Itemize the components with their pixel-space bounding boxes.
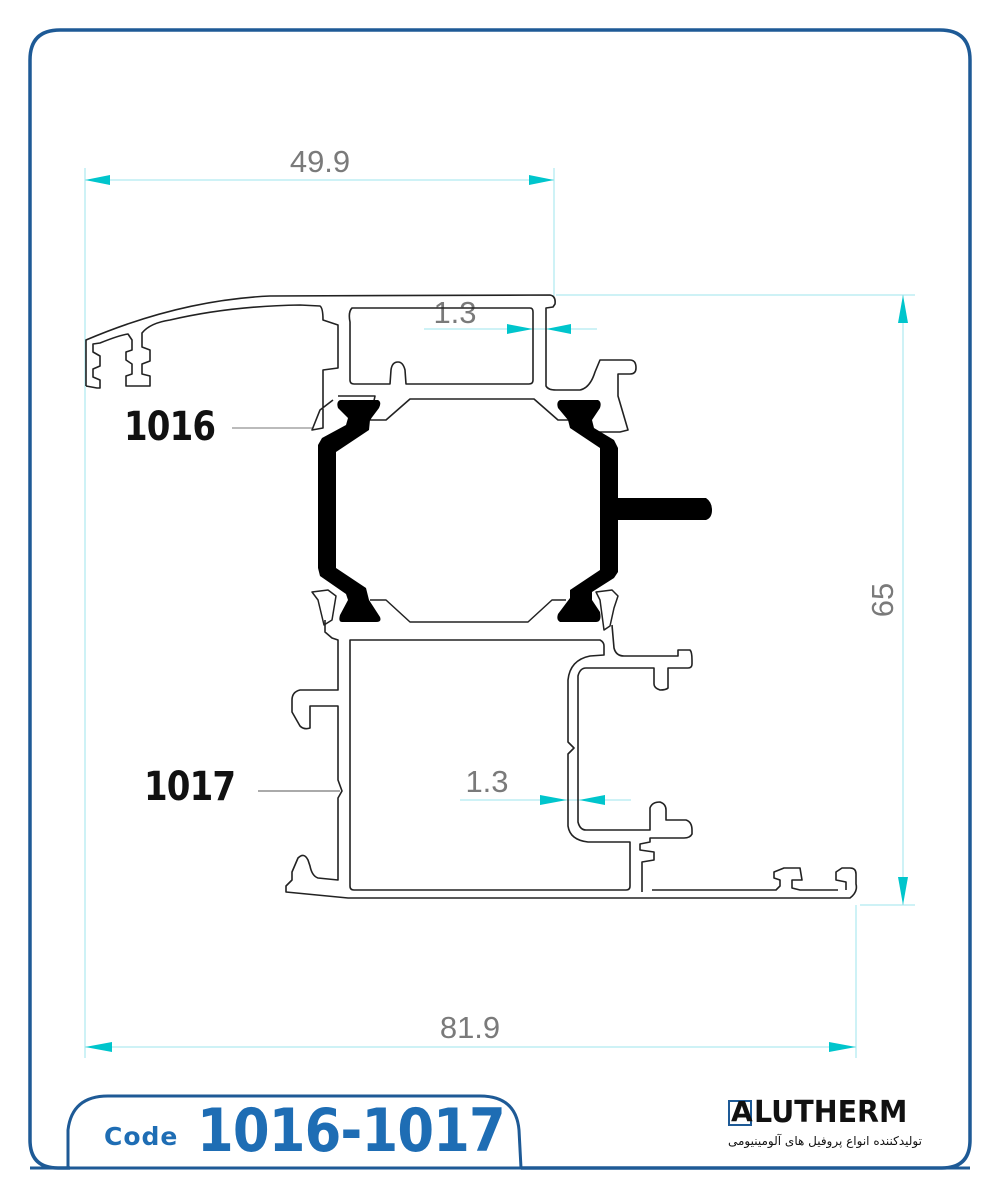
arrow-icon bbox=[85, 1042, 112, 1052]
arrow-icon bbox=[829, 1042, 856, 1052]
arrow-icon bbox=[507, 324, 533, 334]
arrow-icon bbox=[898, 877, 908, 905]
brand-logo: A LUTHERM تولیدکننده انواع پروفیل های آل… bbox=[728, 1098, 940, 1148]
thermal-break-gasket bbox=[318, 400, 712, 622]
arrow-icon bbox=[898, 295, 908, 323]
dimension-top-width bbox=[84, 168, 555, 300]
profile-1017 bbox=[285, 620, 858, 899]
arrow-icon bbox=[579, 795, 605, 805]
dim-wall-upper-text: 1.3 bbox=[433, 295, 476, 330]
dimension-bottom-width bbox=[84, 300, 857, 1058]
part-label-1017: 1017 bbox=[144, 764, 236, 810]
arrow-icon bbox=[529, 175, 554, 185]
code-value: 1016-1017 bbox=[197, 1096, 506, 1166]
part-label-1016: 1016 bbox=[124, 404, 216, 450]
dim-bottom-width-text: 81.9 bbox=[440, 1010, 500, 1045]
dim-wall-lower-text: 1.3 bbox=[465, 764, 508, 799]
dimension-height bbox=[556, 294, 915, 906]
dim-top-width-text: 49.9 bbox=[290, 144, 350, 179]
code-tab-outline bbox=[66, 1094, 523, 1169]
brand-tagline: تولیدکننده انواع پروفیل های آلومینیومی bbox=[728, 1134, 922, 1148]
logo-mark-icon: A bbox=[728, 1098, 753, 1126]
code-label: Code bbox=[104, 1122, 179, 1151]
arrow-icon bbox=[540, 795, 567, 805]
brand-name: LUTHERM bbox=[754, 1095, 908, 1130]
dim-height-text: 65 bbox=[865, 583, 900, 617]
arrow-icon bbox=[85, 175, 110, 185]
arrow-icon bbox=[546, 324, 571, 334]
profile-1016-bottom-clips bbox=[311, 589, 619, 631]
